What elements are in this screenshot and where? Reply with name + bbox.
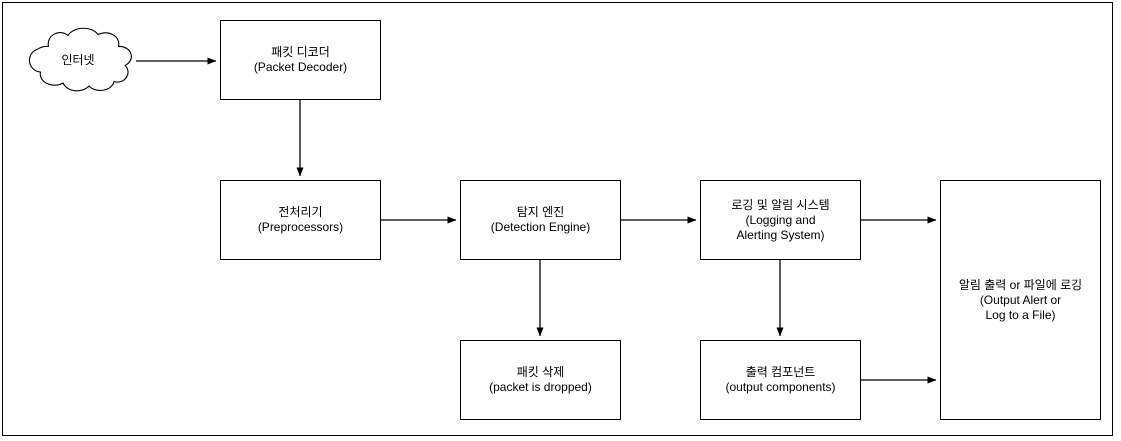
node-packet-dropped[interactable]: 패킷 삭제 (packet is dropped) [460,340,621,420]
node-detection-engine[interactable]: 탐지 엔진 (Detection Engine) [460,180,621,260]
node-internet-label: 인터넷 [61,52,95,67]
node-detection-engine-label: 탐지 엔진 (Detection Engine) [490,205,591,234]
node-output-alert-or-log-label: 알림 출력 or 파일에 로깅 (Output Alert or Log to … [958,277,1083,322]
node-logging-alerting[interactable]: 로깅 및 알림 시스템 (Logging and Alerting System… [700,180,861,260]
node-packet-decoder-label: 패킷 디코더 (Packet Decoder) [253,45,348,74]
node-internet[interactable]: 인터넷 [20,27,136,93]
node-packet-decoder[interactable]: 패킷 디코더 (Packet Decoder) [220,20,381,100]
node-logging-alerting-label: 로깅 및 알림 시스템 (Logging and Alerting System… [731,197,830,242]
node-preprocessors-label: 전처리기 (Preprocessors) [257,205,344,234]
node-output-components[interactable]: 출력 컴포넌트 (output components) [700,340,861,420]
node-output-alert-or-log[interactable]: 알림 출력 or 파일에 로깅 (Output Alert or Log to … [940,180,1101,420]
node-packet-dropped-label: 패킷 삭제 (packet is dropped) [489,365,592,394]
node-output-components-label: 출력 컴포넌트 (output components) [725,365,836,394]
cloud-icon [28,27,132,92]
node-preprocessors[interactable]: 전처리기 (Preprocessors) [220,180,381,260]
